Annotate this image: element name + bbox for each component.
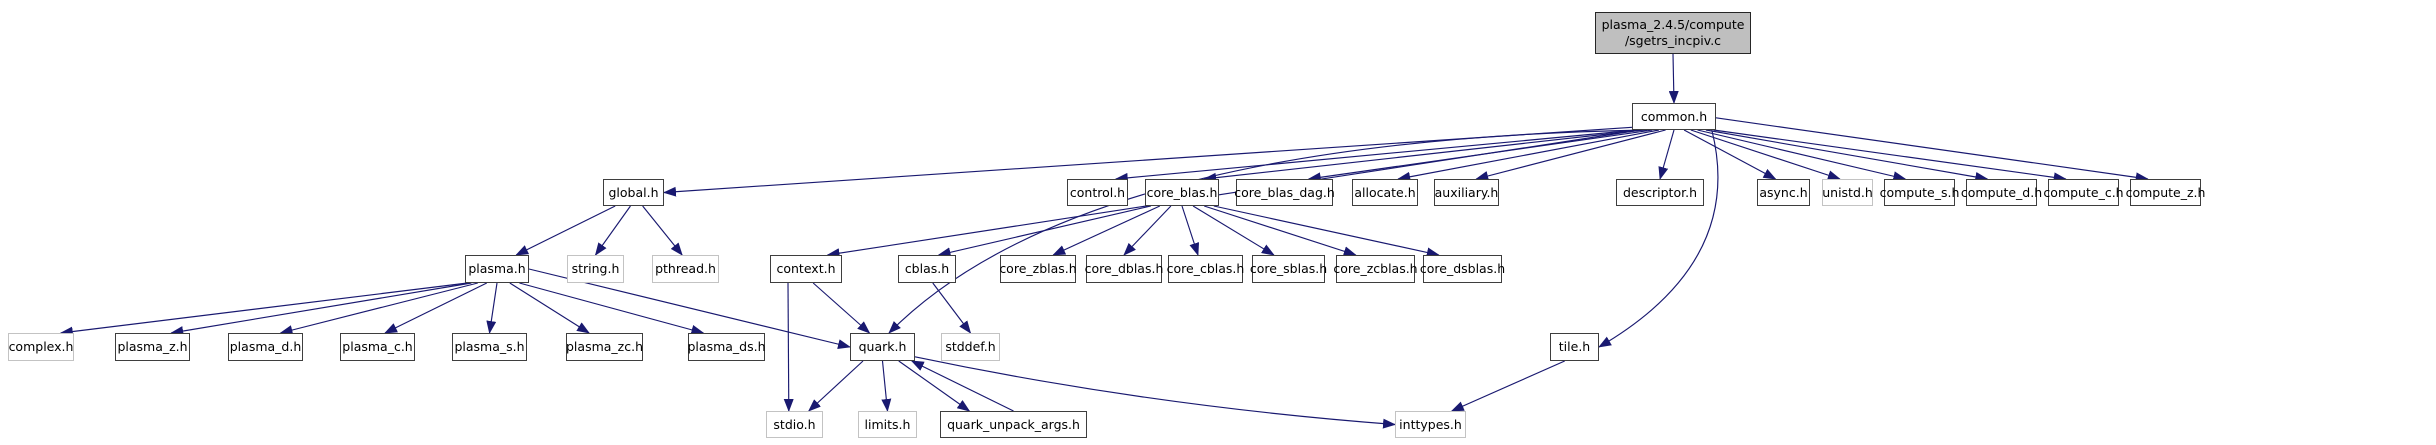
node-quark_unpack_args[interactable]: quark_unpack_args.h	[940, 411, 1087, 438]
edge-context-to-stdio	[783, 282, 794, 412]
node-compute_c[interactable]: compute_c.h	[2043, 179, 2124, 206]
node-core_blas_dag[interactable]: core_blas_dag.h	[1234, 179, 1335, 206]
edge-common-to-compute_z	[1715, 117, 2149, 183]
edge-global-to-pthread	[642, 205, 683, 256]
node-limits: limits.h	[858, 411, 917, 438]
node-context[interactable]: context.h	[770, 255, 842, 283]
node-core_blas[interactable]: core_blas.h	[1145, 179, 1219, 206]
node-descriptor[interactable]: descriptor.h	[1616, 179, 1704, 206]
node-compute_z[interactable]: compute_z.h	[2126, 179, 2205, 206]
edge-common-to-quark	[888, 129, 1648, 334]
edge-plasma-to-plasma_zc	[509, 282, 590, 334]
node-core_zblas[interactable]: core_zblas.h	[999, 255, 1077, 283]
edge-context-to-quark	[812, 282, 871, 334]
node-compute_s[interactable]: compute_s.h	[1880, 179, 1959, 206]
edge-core_blas-to-cblas	[937, 205, 1152, 258]
node-cblas[interactable]: cblas.h	[898, 255, 956, 283]
node-tile[interactable]: tile.h	[1550, 333, 1599, 361]
edge-common-to-compute_d	[1705, 129, 1989, 182]
node-core_sblas[interactable]: core_sblas.h	[1250, 255, 1327, 283]
edge-core_blas-to-core_sblas	[1192, 205, 1275, 256]
edge-common-to-unistd	[1690, 129, 1841, 181]
node-allocate[interactable]: allocate.h	[1352, 179, 1418, 206]
node-core_zcblas[interactable]: core_zcblas.h	[1333, 255, 1418, 283]
node-plasma_c[interactable]: plasma_c.h	[340, 333, 415, 361]
node-quark[interactable]: quark.h	[850, 333, 915, 361]
node-compute_d[interactable]: compute_d.h	[1961, 179, 2042, 206]
node-complex: complex.h	[8, 333, 74, 361]
node-unistd: unistd.h	[1822, 179, 1873, 206]
node-global[interactable]: global.h	[603, 179, 664, 206]
edge-core_blas-to-core_zblas	[1052, 205, 1161, 256]
edge-quark-to-quark_unpack_args	[898, 360, 971, 412]
node-plasma_z[interactable]: plasma_z.h	[115, 333, 190, 361]
node-stddef: stddef.h	[941, 333, 1000, 361]
edge-core_blas-to-core_dsblas	[1213, 205, 1440, 258]
edge-plasma-to-complex	[59, 282, 468, 337]
node-sgetrs_incpiv-line-2: /sgetrs_incpiv.c	[1624, 33, 1722, 48]
edge-common-to-control	[1114, 129, 1638, 183]
edge-common-to-descriptor	[1658, 129, 1675, 180]
edge-quark-to-stdio	[808, 360, 864, 412]
edge-common-to-tile	[1598, 129, 1719, 348]
edge-common-to-core_blas_dag	[1307, 129, 1653, 183]
edge-common-to-allocate	[1397, 129, 1659, 182]
edge-plasma-to-plasma_s	[486, 282, 498, 334]
edge-common-to-compute_s	[1697, 129, 1907, 182]
edge-quark-to-inttypes	[914, 356, 1396, 429]
node-plasma[interactable]: plasma.h	[465, 255, 529, 283]
node-control[interactable]: control.h	[1067, 179, 1128, 206]
edge-quark-to-limits	[881, 360, 892, 412]
edge-quark_unpack_args-to-quark	[910, 360, 1014, 412]
node-core_dsblas[interactable]: core_dsblas.h	[1420, 255, 1505, 283]
edge-global-to-plasma	[515, 205, 616, 256]
node-plasma_zc[interactable]: plasma_zc.h	[566, 333, 643, 361]
node-auxiliary[interactable]: auxiliary.h	[1434, 179, 1499, 206]
edge-cblas-to-stddef	[932, 282, 972, 334]
node-inttypes: inttypes.h	[1395, 411, 1466, 438]
node-plasma_ds[interactable]: plasma_ds.h	[688, 333, 766, 361]
node-sgetrs_incpiv-line-1: plasma_2.4.5/compute	[1601, 17, 1745, 33]
node-stdio: stdio.h	[766, 411, 823, 438]
edge-sgetrs_incpiv-to-common	[1668, 53, 1679, 104]
node-common[interactable]: common.h	[1632, 103, 1716, 130]
node-async[interactable]: async.h	[1757, 179, 1810, 206]
node-plasma_s[interactable]: plasma_s.h	[452, 333, 527, 361]
edge-tile-to-inttypes	[1450, 360, 1565, 412]
edge-core_blas-to-core_cblas	[1181, 205, 1200, 256]
edge-common-to-async	[1683, 129, 1777, 180]
edge-plasma-to-plasma_c	[384, 282, 488, 334]
edge-plasma-to-plasma_z	[170, 282, 472, 336]
edge-core_blas-to-core_zcblas	[1204, 205, 1357, 257]
edge-common-to-compute_c	[1713, 129, 2067, 183]
edge-common-to-core_blas	[1203, 129, 1644, 183]
node-core_cblas[interactable]: core_cblas.h	[1167, 255, 1244, 283]
node-sgetrs_incpiv: plasma_2.4.5/compute/sgetrs_incpiv.c	[1595, 12, 1751, 54]
node-string: string.h	[567, 255, 624, 283]
edge-plasma-to-plasma_ds	[519, 282, 705, 335]
edge-plasma-to-plasma_d	[279, 282, 478, 335]
edge-core_blas-to-core_dblas	[1123, 205, 1172, 256]
node-pthread: pthread.h	[652, 255, 719, 283]
node-core_dblas[interactable]: core_dblas.h	[1085, 255, 1163, 283]
node-plasma_d[interactable]: plasma_d.h	[228, 333, 303, 361]
edge-common-to-auxiliary	[1475, 129, 1666, 181]
edge-global-to-string	[594, 205, 631, 256]
